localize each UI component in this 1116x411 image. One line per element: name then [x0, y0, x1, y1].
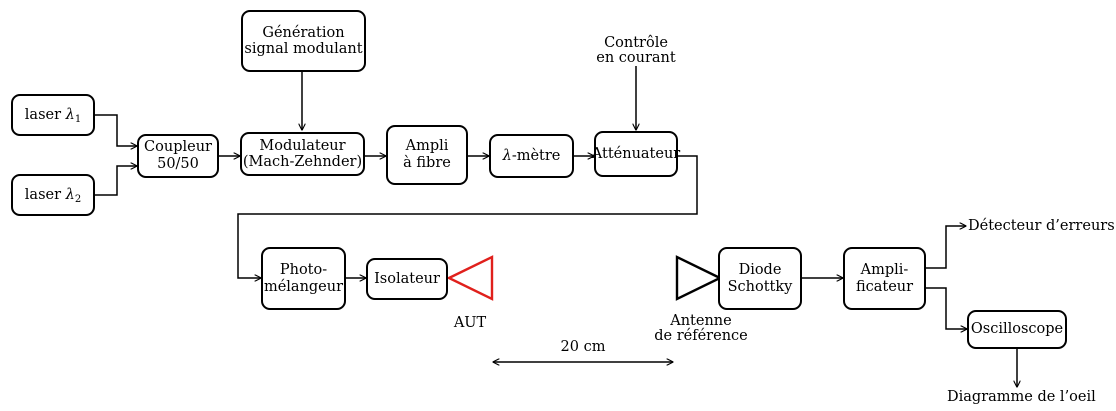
schottky-line2: Schottky	[727, 278, 793, 295]
aut-antenna	[446, 255, 494, 301]
amplifier-line2: ficateur	[855, 278, 914, 295]
laser1-to-coupler-arrow	[95, 114, 137, 146]
attenuator-to-photomixer-path	[237, 155, 698, 278]
photomixer-block: Photo- mélangeur	[261, 247, 346, 310]
wavemeter-label: λ-mètre	[502, 147, 561, 164]
signal-generation-line2: signal modulant	[244, 41, 363, 57]
attenuator-label: Atténuateur	[591, 145, 681, 162]
oscilloscope-label: Oscilloscope	[970, 321, 1064, 337]
coupler-line1: Coupleur	[144, 139, 212, 155]
current-control-label: Contrôle en courant	[596, 35, 676, 66]
reference-antenna	[675, 255, 723, 301]
modulator-line2: (Mach-Zehnder)	[242, 154, 363, 170]
laser2-block: laser λ2	[11, 174, 95, 216]
fiber-amp-line1: Ampli	[405, 138, 449, 154]
reference-antenna-label: Antenne de référence	[654, 313, 748, 344]
modulator-block: Modulateur (Mach-Zehnder)	[240, 132, 365, 176]
amplifier-block: Ampli- ficateur	[843, 247, 926, 310]
wavemeter-block: λ-mètre	[489, 134, 574, 178]
coupler-line2: 50/50	[157, 156, 199, 172]
amplifier-to-oscilloscope-arrow	[926, 287, 967, 329]
aut-label: AUT	[453, 315, 487, 331]
amplifier-line1: Ampli-	[860, 261, 909, 278]
laser1-label: laser λ1	[24, 106, 82, 125]
photomixer-line1: Photo-	[279, 261, 328, 278]
fiber-amp-line2: à fibre	[403, 155, 451, 171]
modulator-line1: Modulateur	[259, 138, 346, 154]
isolator-label: Isolateur	[374, 270, 440, 287]
laser2-label: laser λ2	[24, 186, 82, 205]
signal-generation-line1: Génération	[262, 25, 345, 41]
amplifier-to-error-detector-arrow	[926, 226, 966, 269]
distance-label: 20 cm	[560, 339, 606, 355]
signal-generation-block: Génération signal modulant	[241, 10, 366, 72]
eye-diagram-label: Diagramme de l’oeil	[947, 389, 1096, 405]
isolator-block: Isolateur	[366, 258, 448, 300]
laser2-to-coupler-arrow	[95, 166, 137, 196]
photomixer-line2: mélangeur	[263, 278, 344, 295]
oscilloscope-block: Oscilloscope	[967, 310, 1067, 349]
schottky-line1: Diode	[738, 261, 782, 278]
error-detector-label: Détecteur d’erreurs	[968, 218, 1115, 234]
fiber-amp-block: Ampli à fibre	[386, 125, 468, 185]
attenuator-block: Atténuateur	[591, 131, 681, 177]
coupler-block: Coupleur 50/50	[137, 134, 219, 178]
schottky-diode-block: Diode Schottky	[718, 247, 802, 310]
laser1-block: laser λ1	[11, 94, 95, 136]
